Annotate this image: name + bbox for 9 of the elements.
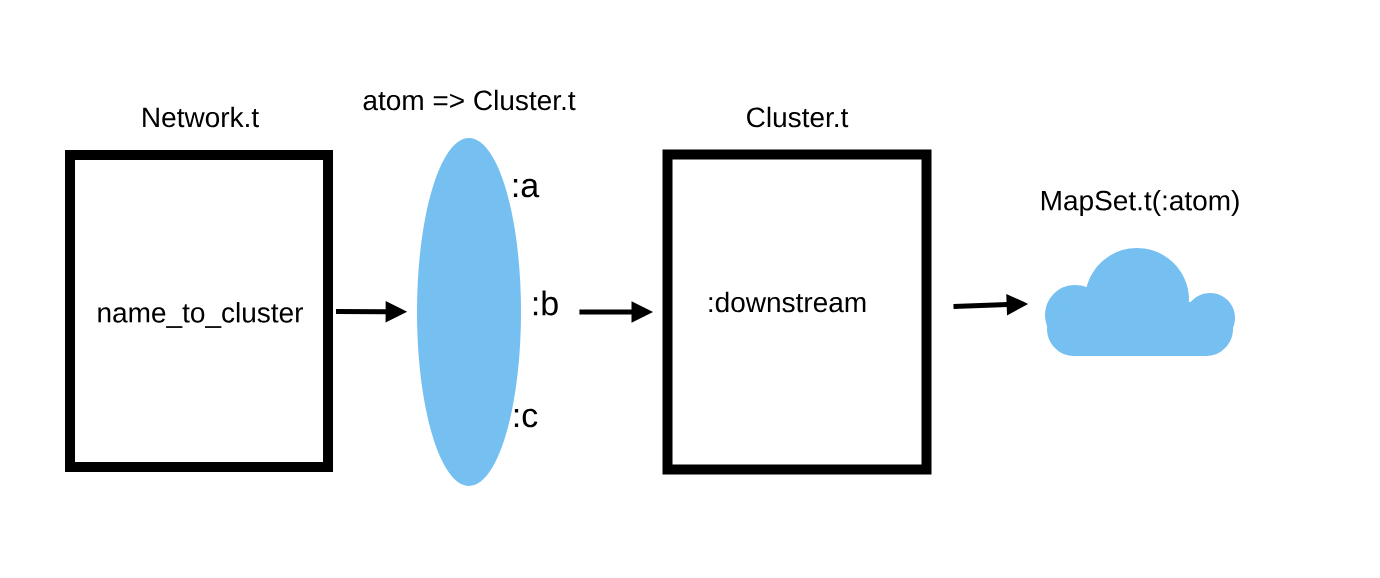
- node-label: :b: [533, 290, 558, 316]
- node-label: :c: [514, 408, 538, 428]
- heading-label: MapSet.t(:atom): [1041, 189, 1239, 217]
- node-label: :downstream: [709, 291, 866, 313]
- heading-label: Network.t: [143, 106, 259, 128]
- heading-label: atom => Cluster.t: [363, 89, 576, 111]
- heading-label: Cluster.t: [747, 106, 849, 128]
- node-label: name_to_cluster: [98, 302, 304, 328]
- node-label: :a: [513, 178, 540, 198]
